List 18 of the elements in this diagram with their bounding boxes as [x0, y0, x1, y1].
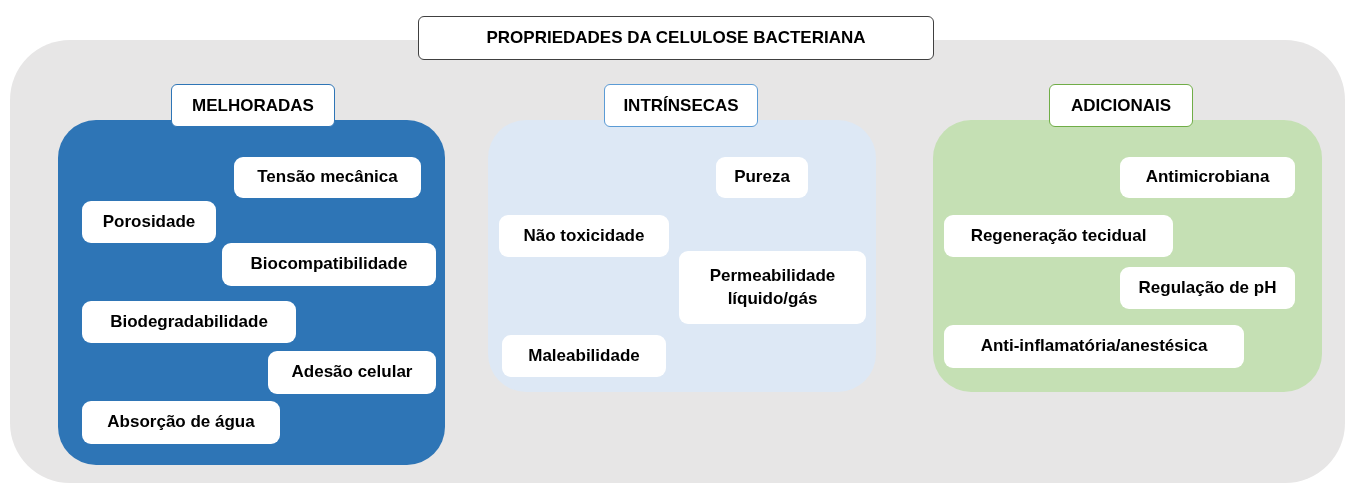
panel-heading: MELHORADAS: [171, 84, 335, 127]
property-box: Absorção de água: [82, 401, 280, 444]
property-box: Anti-inflamatória/anestésica: [944, 325, 1244, 368]
title-box: PROPRIEDADES DA CELULOSE BACTERIANA: [418, 16, 934, 60]
property-box: Antimicrobiana: [1120, 157, 1295, 198]
property-box: Regulação de pH: [1120, 267, 1295, 309]
property-box: Maleabilidade: [502, 335, 666, 377]
property-box: Adesão celular: [268, 351, 436, 394]
panel-heading: ADICIONAIS: [1049, 84, 1193, 127]
property-box: Biodegradabilidade: [82, 301, 296, 343]
property-box: Não toxicidade: [499, 215, 669, 257]
property-box: Permeabilidade líquido/gás: [679, 251, 866, 324]
property-box: Biocompatibilidade: [222, 243, 436, 286]
property-box: Pureza: [716, 157, 808, 198]
property-box: Regeneração tecidual: [944, 215, 1173, 257]
panel-heading: INTRÍNSECAS: [604, 84, 758, 127]
property-box: Porosidade: [82, 201, 216, 243]
property-box: Tensão mecânica: [234, 157, 421, 198]
